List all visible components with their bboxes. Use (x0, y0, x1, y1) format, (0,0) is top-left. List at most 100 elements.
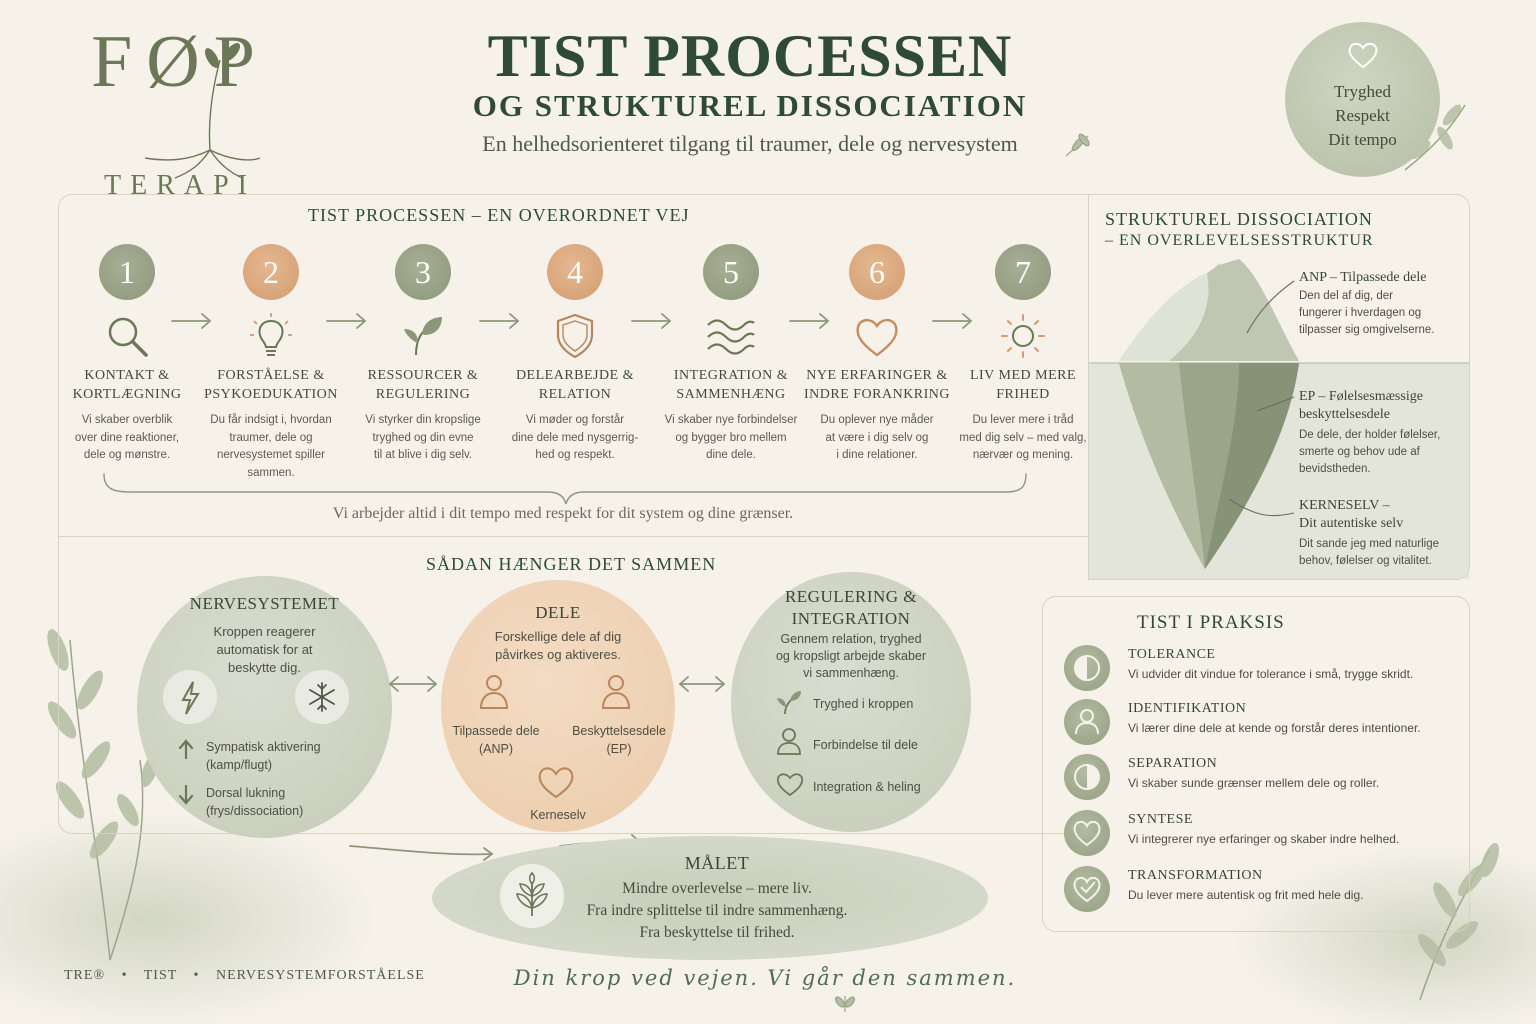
arrow-right-icon (171, 313, 212, 329)
reg-item: Forbindelse til dele (813, 738, 918, 752)
step-title: NYE ERFARINGER & (806, 368, 948, 383)
ep-desc: bevidstheden. (1299, 463, 1371, 475)
snowflake-icon (309, 682, 335, 712)
logo-subtitle: TERAPI (104, 170, 256, 201)
process-step: 3 RESSOURCER &REGULERING Vi styrker din … (348, 244, 498, 465)
step-title: LIV MED MERE (969, 368, 1077, 383)
arrow-right-icon (349, 845, 494, 861)
step-desc: Du får indsigt i, hvordan (210, 414, 332, 426)
step-desc: at være i dig selv og (825, 431, 929, 444)
person-icon (479, 675, 509, 709)
dele-text: påvirkes og aktiveres. (495, 647, 621, 662)
person-icon (1075, 709, 1099, 735)
step-number: 4 (547, 244, 603, 300)
praksis-item: IDENTIFIKATION Vi lærer dine dele at ken… (1064, 699, 1454, 755)
sun-icon (1001, 314, 1045, 358)
nerv-text: automatisk for at (216, 642, 313, 657)
step-desc: Du lever mere i tråd (972, 414, 1074, 426)
goal-line: Mindre overlevelse – mere liv. (622, 880, 812, 897)
praksis-name: TRANSFORMATION (1128, 868, 1263, 883)
waves-icon (707, 319, 755, 355)
arrow-down-icon (178, 784, 194, 805)
step-desc: Vi skaber overblik (81, 414, 173, 426)
footer-slogan: Din krop ved vejen. Vi går den sammen. (513, 966, 1017, 990)
ep-label: EP – Følelsesmæssige beskyttelsesdele De … (1299, 388, 1464, 478)
process-step: 1 KONTAKT &KORTLÆGNING Vi skaber overbli… (52, 244, 202, 465)
step-arrows (103, 313, 1027, 505)
step-number: 7 (995, 244, 1051, 300)
practice-panel (1042, 596, 1470, 932)
badge-line: Tryghed (1334, 82, 1391, 101)
process-step: 5 INTEGRATION &SAMMENHÆNG Vi skaber nye … (656, 244, 806, 465)
anp-title: ANP – Tilpassede dele (1299, 270, 1427, 285)
synthesis-badge (1064, 810, 1110, 856)
step-title: REGULERING (375, 387, 471, 402)
footer-tags: TRE® • TIST • NERVESYSTEMFORSTÅELSE (64, 968, 425, 984)
struct-subheading: – EN OVERLEVELSESSTRUKTUR (1105, 232, 1374, 249)
step-title: RELATION (538, 387, 612, 402)
reg-item: Tryghed i kroppen (813, 697, 914, 711)
step-desc: nærvær og mening. (972, 449, 1074, 461)
circle-connectors (349, 676, 726, 861)
tolerance-badge (1064, 645, 1110, 691)
dele-kerne: Kerneselv (530, 808, 586, 822)
process-step: 2 FORSTÅELSE &PSYKOEDUKATION Du får inds… (196, 244, 346, 482)
praksis-name: IDENTIFIKATION (1128, 701, 1247, 716)
ep-desc: De dele, der holder følelser, (1299, 429, 1441, 441)
anp-desc: fungerer i hverdagen og (1299, 307, 1422, 319)
arrow-up-icon (178, 739, 194, 760)
reg-text: og kropsligt arbejde skaber (775, 649, 927, 663)
nerv-up: (kamp/flugt) (206, 758, 272, 772)
heart-check-icon (1073, 876, 1101, 903)
kerneselv-label: KERNESELV –Dit autentiske selv Dit sande… (1299, 497, 1464, 570)
step-title: FORSTÅELSE & (217, 368, 325, 383)
ep-title: beskyttelsesdele (1299, 407, 1390, 422)
footer-separator: • (193, 968, 200, 983)
step-desc: traumer, dele og (229, 431, 313, 444)
regulation-circle: REGULERING &INTEGRATION Gennem relation,… (731, 572, 971, 832)
step-number: 6 (849, 244, 905, 300)
kerne-title: Dit autentiske selv (1299, 516, 1404, 531)
logo-mark: FØP (91, 21, 269, 103)
lightbulb-icon (250, 313, 292, 356)
praksis-heading: TIST I PRAKSIS (1137, 612, 1285, 633)
tree-roots-icon (144, 42, 260, 179)
plant-icon (516, 871, 548, 916)
goal-ellipse: MÅLET Mindre overlevelse – mere liv.Fra … (432, 836, 988, 960)
identification-badge (1064, 699, 1110, 745)
up-down-arrows (178, 739, 194, 805)
values-badge: Tryghed Respekt Dit tempo (1285, 22, 1440, 177)
person-icon (777, 728, 801, 755)
praksis-desc: Vi integrerer nye erfaringer og skaber i… (1128, 832, 1400, 846)
step-title: KONTAKT & (84, 368, 170, 383)
arrow-right-icon (479, 313, 520, 329)
step-desc: Vi møder og forstår (525, 414, 625, 426)
dele-title: DELE (535, 603, 581, 622)
nerv-title: NERVESYSTEMET (189, 594, 340, 613)
structural-dissociation-panel (1088, 194, 1470, 580)
step-desc: Du oplever nye måder (820, 414, 934, 426)
panel-divider (58, 536, 1088, 537)
footer-tag: NERVESYSTEMFORSTÅELSE (215, 968, 425, 983)
praksis-item: SYNTESE Vi integrerer nye erfaringer og … (1064, 810, 1454, 866)
ep-title: EP – Følelsesmæssige (1299, 389, 1423, 404)
badge-line: Dit tempo (1328, 130, 1397, 149)
magnifier-icon (108, 317, 148, 357)
arrow-right-icon (932, 313, 973, 329)
footer-separator: • (121, 968, 128, 983)
goal-line: Fra beskyttelse til frihed. (639, 924, 795, 941)
nerv-up: Sympatisk aktivering (206, 740, 321, 754)
goal-line: Fra indre splittelse til indre sammenhæn… (586, 902, 848, 919)
step-desc: til at blive i dig selv. (373, 449, 473, 461)
arrow-right-icon (326, 313, 367, 329)
step-title: INTEGRATION & (673, 368, 789, 383)
step-desc: dine dele med nysgerrig- (511, 431, 639, 444)
person-icon (601, 675, 631, 709)
praksis-name: TOLERANCE (1128, 647, 1216, 662)
praksis-item: TOLERANCE Vi udvider dit vindue for tole… (1064, 645, 1454, 701)
leaf-icon (404, 317, 442, 356)
praksis-name: SYNTESE (1128, 812, 1193, 827)
step-title: PSYKOEDUKATION (204, 387, 338, 402)
